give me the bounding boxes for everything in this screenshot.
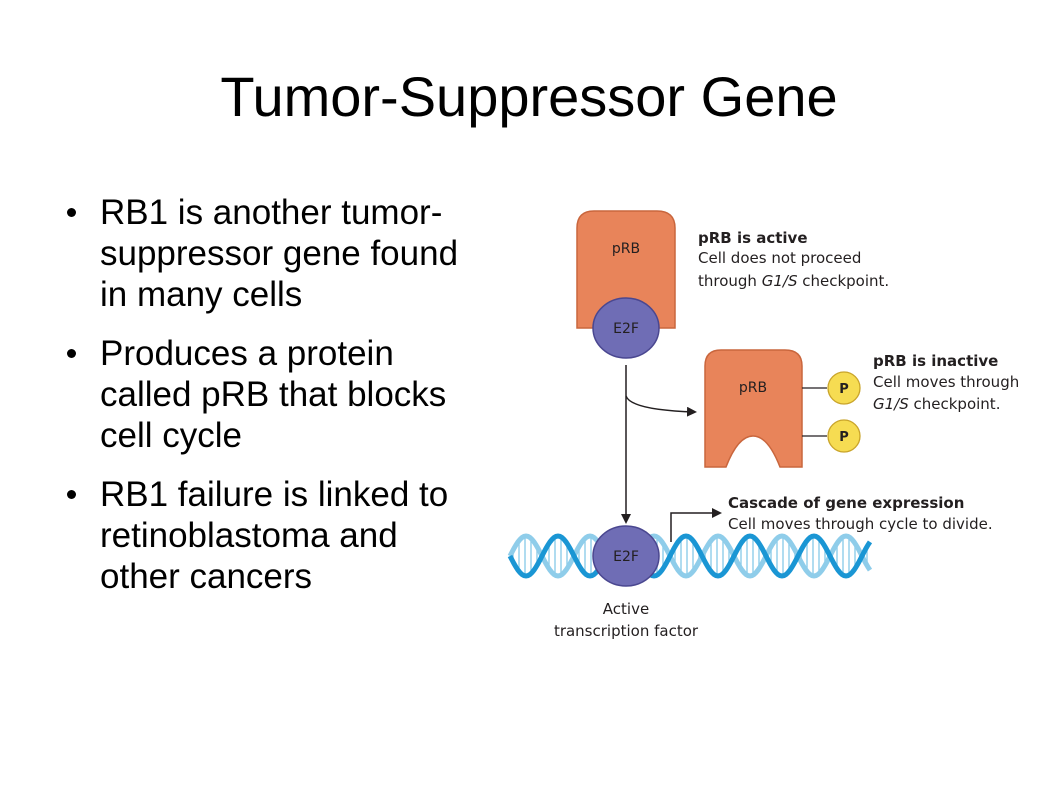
phosphate-top-icon	[827, 371, 861, 405]
slide-title: Tumor-Suppressor Gene	[220, 65, 838, 128]
prb-active-shape	[576, 210, 676, 329]
phosphate-bottom-label: P	[839, 430, 849, 445]
cascade-line1: Cell moves through cycle to divide.	[728, 515, 993, 533]
caption-line2: transcription factor	[554, 622, 699, 640]
prb-active-label: pRB	[612, 241, 640, 257]
inactive-line1: Cell moves through	[873, 373, 1019, 391]
phosphorylation-arrow	[625, 395, 697, 417]
cascade-arrow	[670, 508, 722, 542]
bullet-list: RB1 is another tumor-suppressor gene fou…	[60, 192, 470, 615]
bullet-dot-icon	[67, 349, 76, 358]
bullet-item: RB1 is another tumor-suppressor gene fou…	[60, 192, 470, 315]
active-heading: pRB is active	[698, 229, 808, 247]
caption-line1: Active	[603, 600, 649, 618]
cascade-heading: Cascade of gene expression	[728, 494, 964, 512]
e2f-bound-label: E2F	[613, 321, 639, 337]
prb-inactive-shape	[704, 349, 803, 468]
phosphate-top-label: P	[839, 382, 849, 397]
bullet-item: RB1 failure is linked to retinoblastoma …	[60, 474, 470, 597]
bullet-item: Produces a protein called pRB that block…	[60, 333, 470, 456]
phosphate-bottom-icon	[827, 419, 861, 453]
bullet-dot-icon	[67, 208, 76, 217]
active-line1: Cell does not proceed	[698, 249, 861, 267]
prb-inactive-label: pRB	[739, 380, 767, 396]
bullet-text: Produces a protein called pRB that block…	[100, 334, 447, 455]
prb-e2f-diagram: pRB E2F pRB is active Cell does not proc…	[507, 210, 1019, 640]
bullet-dot-icon	[67, 490, 76, 499]
e2f-bound-circle	[592, 297, 660, 359]
e2f-free-circle	[592, 525, 660, 587]
e2f-free-label: E2F	[613, 549, 639, 565]
active-line2: through G1/S checkpoint.	[698, 272, 889, 290]
inactive-heading: pRB is inactive	[873, 352, 998, 370]
dna-helix	[507, 533, 873, 579]
bullet-text: RB1 is another tumor-suppressor gene fou…	[100, 193, 459, 314]
bullet-text: RB1 failure is linked to retinoblastoma …	[100, 475, 449, 596]
inactive-line2: G1/S checkpoint.	[873, 395, 1000, 413]
